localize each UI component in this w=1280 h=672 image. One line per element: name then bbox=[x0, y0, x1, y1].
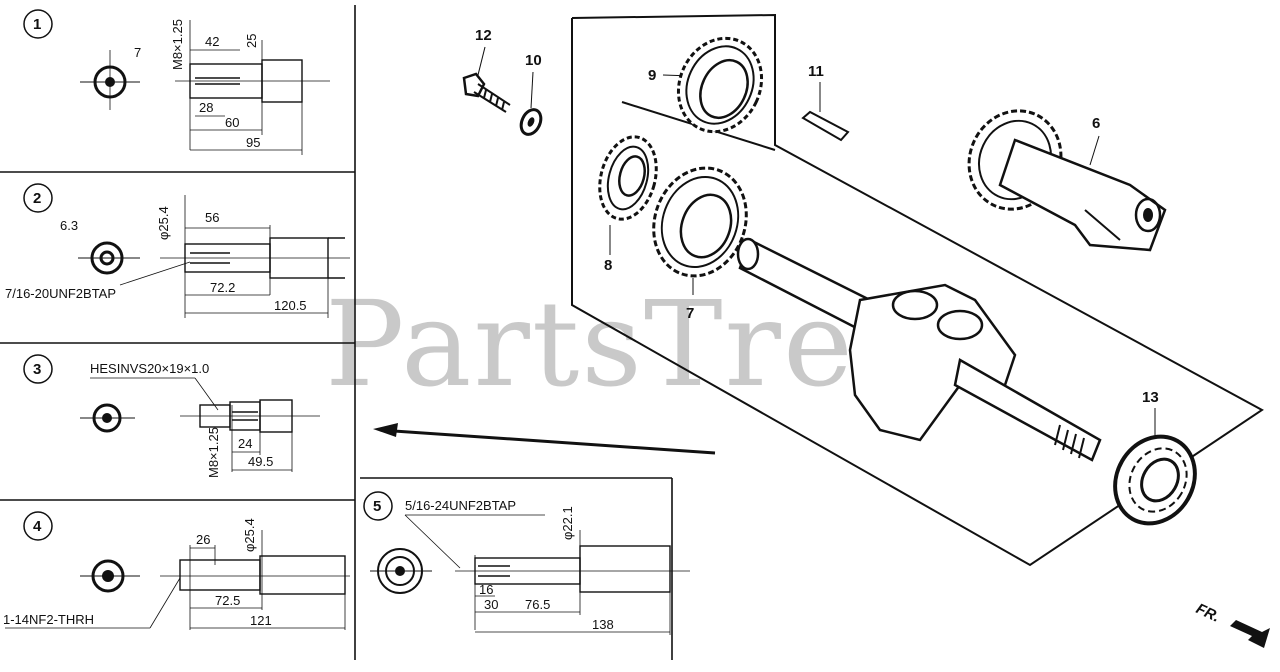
variant-5-d1: 16 bbox=[479, 582, 493, 597]
variant-5-dia: φ22.1 bbox=[560, 506, 575, 540]
gear-8: 8 bbox=[598, 135, 658, 274]
shaft-variant-1: 1 7 M8×1.25 42 25 28 60 95 bbox=[23, 9, 330, 155]
variant-4-d2: 72.5 bbox=[215, 593, 240, 608]
variant-3-d2: 49.5 bbox=[248, 454, 273, 469]
gear-7: 7 bbox=[652, 166, 748, 322]
variant-2-d2: 72.2 bbox=[210, 280, 235, 295]
variant-4-dia: φ25.4 bbox=[242, 518, 257, 552]
shaft-variant-3: 3 HESINVS20×19×1.0 M8×1.25 24 49.5 bbox=[23, 354, 320, 478]
crankshaft bbox=[736, 237, 1102, 462]
balancer-6: 6 bbox=[967, 109, 1167, 252]
variant-4-number: 4 bbox=[33, 518, 42, 535]
variant-3-spline: HESINVS20×19×1.0 bbox=[90, 361, 209, 376]
variant-1-key: 7 bbox=[134, 45, 141, 60]
variant-2-d1: 56 bbox=[205, 210, 219, 225]
variant-3-number: 3 bbox=[33, 361, 41, 378]
front-arrow-icon bbox=[1230, 620, 1270, 648]
variant-5-circle bbox=[363, 491, 393, 521]
shaft-variant-4: 4 26 φ25.4 1-14NF2-THRH 72.5 121 bbox=[3, 511, 350, 630]
variant-2-circle bbox=[23, 183, 53, 213]
variant-1-circle bbox=[23, 9, 53, 39]
variant-3-thread: M8×1.25 bbox=[206, 427, 221, 478]
variant-2-dia: φ25.4 bbox=[156, 206, 171, 240]
part-13-label: 13 bbox=[1142, 389, 1159, 406]
bearing-13: 13 bbox=[1113, 389, 1197, 526]
washer-10: 10 bbox=[519, 52, 543, 136]
part-10-label: 10 bbox=[525, 52, 542, 69]
variant-4-d1: 26 bbox=[196, 532, 210, 547]
variant-1-d2: 25 bbox=[244, 34, 259, 48]
variant-3-d1: 24 bbox=[238, 436, 252, 451]
variant-5-number: 5 bbox=[373, 498, 381, 515]
shaft-variant-2: 2 6.3 φ25.4 56 7/16-20UNF2BTAP 72.2 120.… bbox=[5, 183, 350, 318]
shaft-variant-5: 5 5/16-24UNF2BTAP φ22.1 16 30 76.5 138 bbox=[363, 491, 690, 635]
key-11: 11 bbox=[801, 63, 850, 142]
variant-1-d4: 60 bbox=[225, 115, 239, 130]
part-8-label: 8 bbox=[604, 257, 612, 274]
variant-1-d1: 42 bbox=[205, 34, 219, 49]
variant-2-d3: 120.5 bbox=[274, 298, 307, 313]
gear-9: 9 bbox=[648, 36, 764, 134]
variant-5-d4: 138 bbox=[592, 617, 614, 632]
bolt-12: 12 bbox=[462, 27, 511, 113]
part-11-label: 11 bbox=[808, 63, 824, 80]
variant-4-d3: 121 bbox=[250, 613, 272, 628]
variant-5-d2: 30 bbox=[484, 597, 498, 612]
front-direction-label: FR. bbox=[1193, 600, 1222, 626]
part-7-label: 7 bbox=[686, 305, 694, 322]
variant-1-number: 1 bbox=[33, 16, 41, 33]
variant-2-number: 2 bbox=[33, 190, 41, 207]
variant-1-d3: 28 bbox=[199, 100, 213, 115]
panel-lines bbox=[0, 5, 673, 660]
assembly-direction-arrow bbox=[373, 423, 716, 455]
variant-4-thread: 1-14NF2-THRH bbox=[3, 612, 94, 627]
part-9-label: 9 bbox=[648, 67, 656, 84]
variant-2-key: 6.3 bbox=[60, 218, 78, 233]
variant-2-tap: 7/16-20UNF2BTAP bbox=[5, 286, 116, 301]
variant-1-d5: 95 bbox=[246, 135, 260, 150]
variant-5-tap: 5/16-24UNF2BTAP bbox=[405, 498, 516, 513]
part-12-label: 12 bbox=[475, 27, 492, 44]
variant-3-circle bbox=[23, 354, 53, 384]
variant-1-thread: M8×1.25 bbox=[170, 19, 185, 70]
part-6-label: 6 bbox=[1092, 115, 1100, 132]
variant-4-circle bbox=[23, 511, 53, 541]
front-direction-indicator: FR. bbox=[1193, 600, 1270, 648]
variant-5-d3: 76.5 bbox=[525, 597, 550, 612]
